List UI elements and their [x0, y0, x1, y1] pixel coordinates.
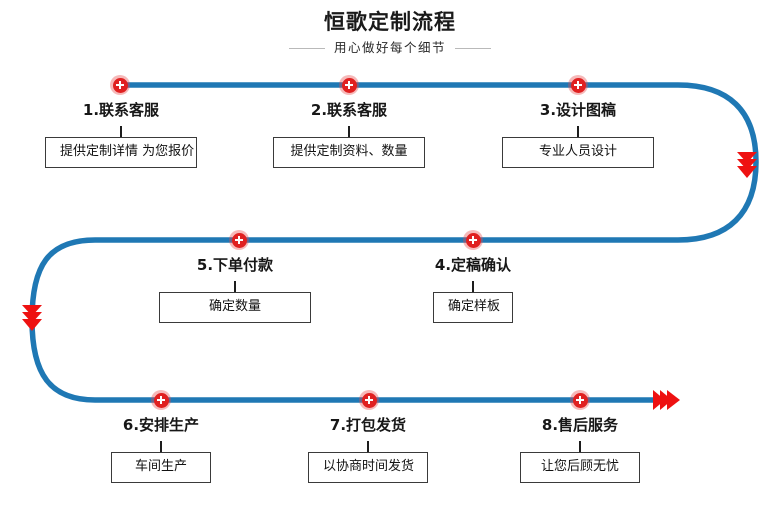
plus-icon	[112, 77, 128, 93]
step-6[interactable]: 6.安排生产 车间生产	[111, 415, 211, 483]
node-marker-1[interactable]	[110, 75, 130, 95]
step-3-detail: 专业人员设计	[502, 137, 654, 168]
subtitle-rule-right	[455, 47, 491, 49]
step-2-title: 2.联系客服	[310, 101, 388, 119]
page-title: 恒歌定制流程	[324, 10, 456, 34]
node-marker-8[interactable]	[570, 390, 590, 410]
arrow-left-turn-down-icon	[22, 305, 42, 331]
step-5-connector	[234, 281, 236, 292]
step-1[interactable]: 1.联系客服 提供定制详情 为您报价	[45, 100, 197, 168]
plus-icon	[231, 232, 247, 248]
step-1-title: 1.联系客服	[82, 101, 160, 119]
step-2-detail: 提供定制资料、数量	[273, 137, 425, 168]
page-subtitle: 用心做好每个细节	[333, 40, 446, 55]
step-4-detail: 确定样板	[433, 292, 513, 323]
step-8-title: 8.售后服务	[541, 416, 619, 434]
step-7-detail: 以协商时间发货	[308, 452, 428, 483]
step-8-detail: 让您后顾无忧	[520, 452, 640, 483]
step-1-detail: 提供定制详情 为您报价	[45, 137, 197, 168]
step-3-title: 3.设计图稿	[539, 101, 617, 119]
header: 恒歌定制流程 用心做好每个细节	[0, 8, 780, 56]
step-7[interactable]: 7.打包发货 以协商时间发货	[308, 415, 428, 483]
plus-icon	[570, 77, 586, 93]
subtitle-row: 用心做好每个细节	[0, 40, 780, 56]
node-marker-5[interactable]	[229, 230, 249, 250]
step-6-connector	[160, 441, 162, 452]
step-8[interactable]: 8.售后服务 让您后顾无忧	[520, 415, 640, 483]
step-3-connector	[577, 126, 579, 137]
step-5[interactable]: 5.下单付款 确定数量	[159, 255, 311, 323]
step-2-connector	[348, 126, 350, 137]
step-5-detail: 确定数量	[159, 292, 311, 323]
node-marker-4[interactable]	[463, 230, 483, 250]
node-marker-7[interactable]	[359, 390, 379, 410]
step-1-connector	[120, 126, 122, 137]
flow-line	[29, 82, 759, 403]
plus-icon	[465, 232, 481, 248]
step-4-connector	[472, 281, 474, 292]
step-5-title: 5.下单付款	[196, 256, 274, 274]
step-6-detail: 车间生产	[111, 452, 211, 483]
node-marker-2[interactable]	[339, 75, 359, 95]
step-6-title: 6.安排生产	[122, 416, 200, 434]
node-marker-3[interactable]	[568, 75, 588, 95]
plus-icon	[361, 392, 377, 408]
step-4-title: 4.定稿确认	[434, 256, 512, 274]
arrow-right-turn-down-icon	[737, 152, 757, 178]
node-marker-6[interactable]	[151, 390, 171, 410]
plus-icon	[572, 392, 588, 408]
arrow-flow-end-icon	[653, 390, 680, 410]
step-3[interactable]: 3.设计图稿 专业人员设计	[502, 100, 654, 168]
step-7-connector	[367, 441, 369, 452]
plus-icon	[153, 392, 169, 408]
step-4[interactable]: 4.定稿确认 确定样板	[433, 255, 513, 323]
step-8-connector	[579, 441, 581, 452]
step-7-title: 7.打包发货	[329, 416, 407, 434]
step-2[interactable]: 2.联系客服 提供定制资料、数量	[273, 100, 425, 168]
subtitle-rule-left	[288, 47, 325, 49]
plus-icon	[341, 77, 357, 93]
